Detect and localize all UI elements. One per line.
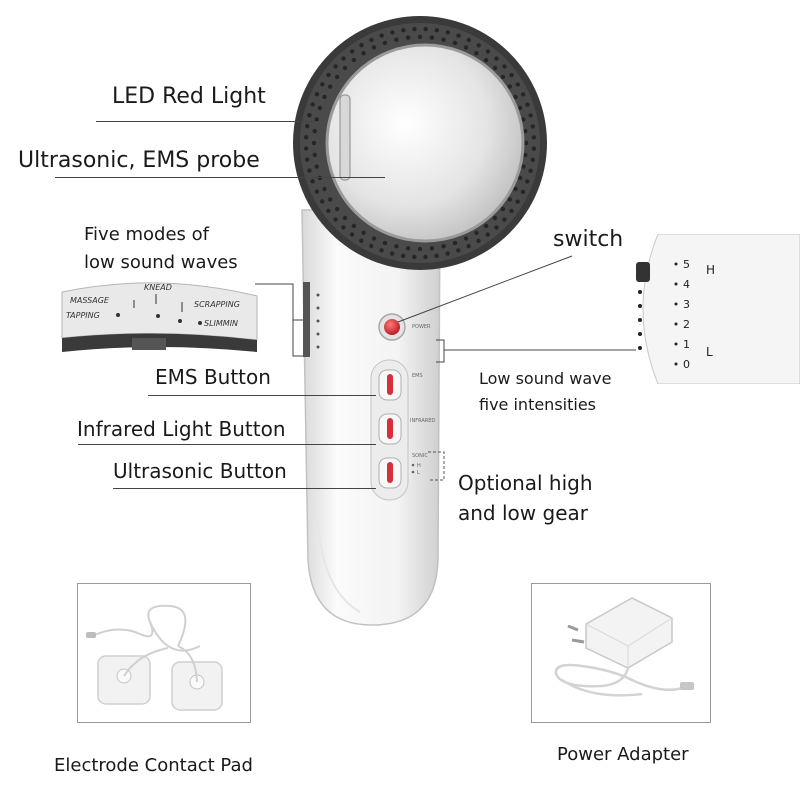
- sonic-text: SONIC: [412, 453, 428, 459]
- ems-text: EMS: [412, 373, 423, 379]
- intensity-level-5: 5: [683, 258, 690, 271]
- leader-infrared: [78, 444, 376, 445]
- intensity-level-0: 0: [683, 358, 690, 371]
- label-led-red-light: LED Red Light: [112, 84, 266, 109]
- probe-face: [325, 43, 525, 243]
- intensity-panel: 5 4 3 2 1 0 H L: [636, 234, 800, 384]
- power-adapter-box: [531, 583, 711, 723]
- mode-slimming: SLIMMIN: [204, 319, 238, 328]
- power-text: POWER: [412, 324, 431, 330]
- mode-panel: MASSAGE KNEAD SCRAPPING TAPPING SLIMMIN: [61, 282, 258, 352]
- label-intensity-line1: Low sound wave: [479, 369, 612, 388]
- intensity-level-4: 4: [683, 278, 690, 291]
- leader-ultrasonic: [113, 488, 376, 489]
- leader-ems: [148, 395, 376, 396]
- label-ultrasonic-button: Ultrasonic Button: [113, 459, 287, 483]
- mode-knead: KNEAD: [144, 283, 172, 292]
- label-gear-line1: Optional high: [458, 471, 593, 495]
- mode-massage: MASSAGE: [70, 296, 110, 305]
- intensity-level-1: 1: [683, 338, 690, 351]
- sonic-h-text: H: [417, 463, 421, 469]
- intensity-level-3: 3: [683, 298, 690, 311]
- mode-scrapping: SCRAPPING: [194, 300, 240, 309]
- power-adapter-image: [554, 597, 694, 697]
- electrode-pad-box: [77, 583, 251, 723]
- label-gear-line2: and low gear: [458, 501, 588, 525]
- label-electrode-pad: Electrode Contact Pad: [54, 755, 253, 776]
- intensity-high: H: [706, 263, 715, 277]
- leader-led: [96, 121, 318, 122]
- label-ems-button: EMS Button: [155, 365, 271, 389]
- label-probe: Ultrasonic, EMS probe: [18, 148, 260, 173]
- label-modes-line2: low sound waves: [84, 252, 238, 273]
- sonic-l-text: L: [417, 470, 420, 476]
- intensity-level-2: 2: [683, 318, 690, 331]
- label-modes-line1: Five modes of: [84, 224, 209, 245]
- side-mode-marks: [316, 293, 320, 349]
- label-power-adapter: Power Adapter: [557, 744, 689, 765]
- infrared-text: INFRARED: [410, 418, 435, 424]
- leader-probe: [55, 177, 385, 178]
- label-switch: switch: [553, 227, 624, 252]
- intensity-low: L: [706, 345, 713, 359]
- label-infrared-button: Infrared Light Button: [77, 417, 286, 441]
- label-intensity-line2: five intensities: [479, 395, 596, 414]
- mode-tapping: TAPPING: [66, 311, 100, 320]
- electrode-pad-image: [86, 604, 223, 711]
